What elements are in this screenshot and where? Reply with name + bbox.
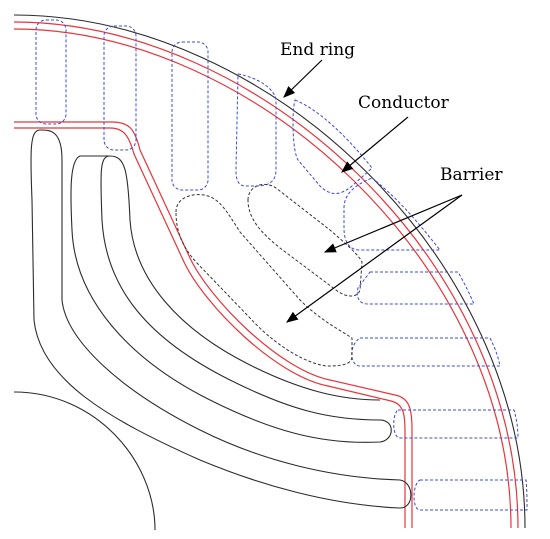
conductor-bar: [35, 19, 67, 125]
slot-outline-2: [70, 155, 392, 443]
barrier-slot: [247, 184, 363, 297]
conductor-bar: [103, 25, 137, 151]
rotor-outer-arc: [13, 14, 526, 529]
end-ring-arrow: [283, 59, 323, 98]
conductor-bar: [393, 409, 519, 439]
shaft-arc: [13, 391, 156, 531]
end-ring-outer-2: [13, 28, 512, 529]
barrier-arrow-1: [323, 194, 463, 253]
end-ring-label: End ring: [280, 40, 355, 60]
end-ring-inner-2: [14, 127, 406, 528]
slot-outline-1: [30, 129, 412, 509]
end-ring-outer: [13, 21, 519, 529]
conductor-bar: [413, 479, 528, 511]
barrier-label: Barrier: [440, 165, 503, 185]
end-ring-inner: [14, 121, 413, 528]
conductor-label: Conductor: [358, 93, 450, 113]
barrier-arrow-2: [286, 194, 463, 323]
barrier-slot: [175, 194, 353, 367]
conductor-bar: [343, 177, 442, 251]
conductor-bar: [171, 41, 209, 191]
conductor-bar: [351, 337, 501, 367]
conductor-arrow: [341, 116, 409, 173]
conductor-bar: [356, 271, 475, 305]
conductor-bar: [292, 99, 373, 194]
conductor-group: [35, 19, 528, 511]
barrier-group: [175, 184, 363, 367]
conductor-bar: [235, 73, 277, 187]
